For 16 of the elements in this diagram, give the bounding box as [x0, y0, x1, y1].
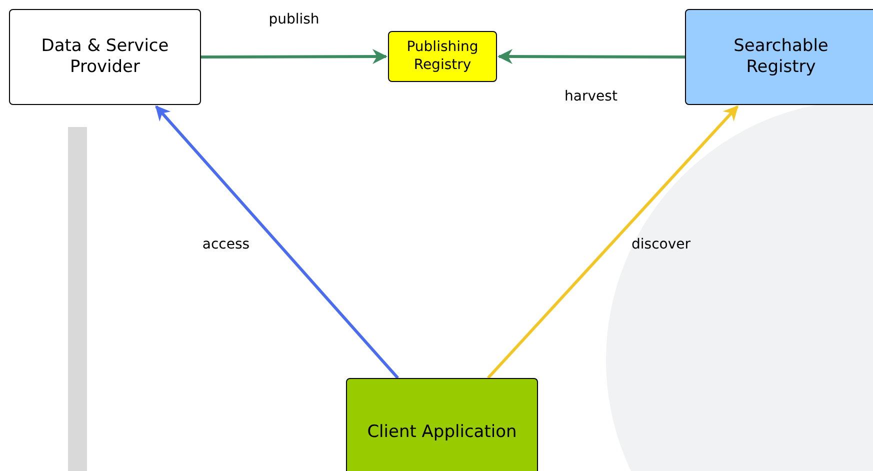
node-text: Data & Service Provider: [40, 36, 170, 78]
process-box: [9, 9, 201, 105]
arrow: [155, 105, 399, 379]
arrow: [201, 49, 388, 64]
process-box: [346, 378, 538, 471]
node-text: Client Application: [367, 422, 517, 444]
edge-label: access: [201, 236, 251, 254]
node-text: Searchable Registry: [732, 36, 830, 78]
process-box: [388, 31, 497, 82]
arrow: [486, 105, 739, 380]
edge-label: publish: [268, 10, 320, 30]
edge-label: harvest: [564, 88, 618, 106]
process-box: [685, 9, 873, 105]
edge-label: discover: [630, 236, 692, 254]
node-text: Publishing Registry: [406, 39, 480, 74]
arrow: [498, 49, 685, 64]
